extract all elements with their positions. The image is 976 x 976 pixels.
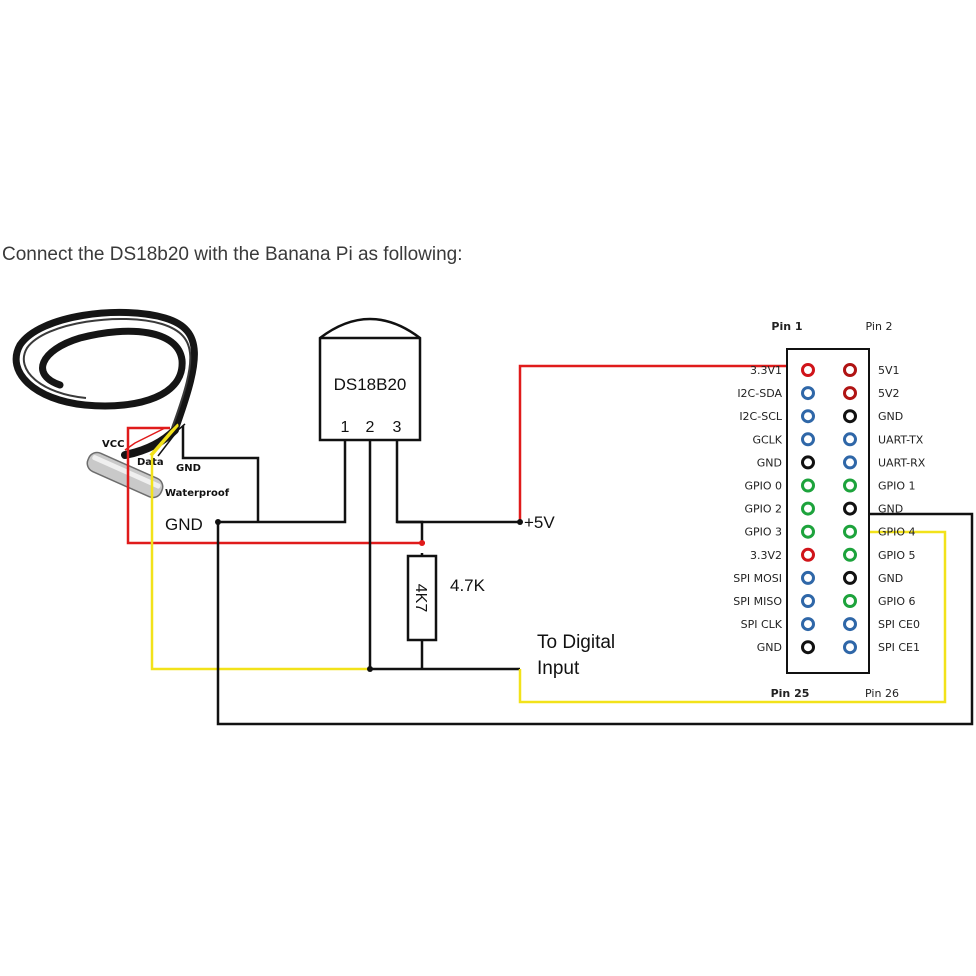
sensor-pin-1: 1 [341, 419, 350, 436]
header-pin-right-5 [843, 455, 857, 470]
header-pin-left-4 [801, 432, 815, 447]
resistor-top-lead [397, 520, 424, 543]
probe-data-label: Data [137, 457, 164, 468]
header-pin-left-13 [801, 640, 815, 655]
resistor-code-label: 4K7 [412, 584, 429, 613]
sensor-pin-3: 3 [393, 419, 402, 436]
header-pin-label: SPI CE0 [878, 618, 920, 631]
header-pin-label: GPIO 5 [878, 549, 916, 562]
probe-vcc-wire [126, 426, 425, 545]
header-pin-right-9 [843, 547, 857, 562]
header-pin-left-5 [801, 455, 815, 470]
sensor-vdd-line [395, 440, 520, 524]
header-pin1-label: Pin 1 [771, 320, 802, 333]
header-pin25-label: Pin 25 [771, 687, 810, 700]
sensor-pin-2: 2 [366, 419, 375, 436]
header-pin-right-8 [843, 524, 857, 539]
gnd-label: GND [165, 515, 203, 534]
header-pin-left-10 [801, 570, 815, 585]
header-pin-label: GPIO 0 [744, 480, 782, 493]
plus5v-label: +5V [524, 513, 555, 532]
header-pin-right-12 [843, 617, 857, 632]
header-pin-right-13 [843, 640, 857, 655]
header-pin-right-11 [843, 594, 857, 608]
header-pin-left-1 [801, 363, 815, 377]
header-pin-label: SPI MISO [733, 595, 782, 608]
header-pin-label: SPI MOSI [733, 572, 782, 585]
resistor-4k7: 4K7 [406, 554, 438, 642]
header-pin-left-2 [801, 386, 815, 401]
header-pin-label: GND [878, 503, 903, 516]
header-pin-label: GPIO 6 [878, 595, 916, 608]
probe-vcc-label: VCC [102, 439, 124, 450]
header-pin-right-1 [843, 363, 857, 377]
header-pin-left-9 [801, 547, 815, 562]
to-digital-label-line1: To Digital [537, 632, 615, 653]
junction-dot [367, 666, 373, 672]
header-pin-label: I2C-SCL [739, 410, 783, 423]
junction-dot [215, 519, 221, 525]
header-pin-label: GPIO 3 [744, 526, 782, 539]
header-pin-label: I2C-SDA [737, 387, 782, 400]
to-digital-label-line2: Input [537, 658, 580, 679]
probe-data-wire [150, 424, 370, 671]
header-pin-label: GPIO 2 [744, 503, 782, 516]
header-pin-left-11 [801, 594, 815, 608]
sensor-name: DS18B20 [334, 375, 407, 394]
junction-dot [517, 519, 523, 525]
resistor-value-label: 4.7K [450, 576, 486, 595]
gnd-bus-wire [218, 440, 347, 524]
header-pin-right-2 [843, 386, 857, 401]
header-pin-left-3 [801, 409, 815, 424]
header-pin-label: GND [757, 641, 782, 654]
header-pin-right-7 [843, 501, 857, 516]
plus5v-wire [518, 364, 808, 522]
ground-return-wire [216, 512, 974, 726]
gpio4-wire [518, 530, 947, 704]
header-pin-label: GND [878, 410, 903, 423]
header-pin-right-6 [843, 478, 857, 493]
probe-waterproof-label: Waterproof [165, 488, 230, 499]
header-pin-label: 5V1 [878, 364, 900, 377]
junction-dot [419, 540, 425, 546]
ds18b20-sensor: DS18B20 1 2 3 [318, 317, 422, 442]
header-pin-left-12 [801, 617, 815, 632]
header-pin-left-8 [801, 524, 815, 539]
header-pin-label: GPIO 4 [878, 526, 916, 539]
header-pin-label: SPI CLK [741, 618, 783, 631]
probe-gnd-wire [181, 426, 260, 522]
intro-text: Connect the DS18b20 with the Banana Pi a… [2, 244, 463, 265]
header-pin-label: GND [878, 572, 903, 585]
header-pin-label: UART-RX [878, 456, 926, 469]
header-pin-label: SPI CE1 [878, 641, 920, 654]
header-pin-right-3 [843, 409, 857, 424]
header-pin26-label: Pin 26 [865, 687, 899, 700]
header-pin-left-7 [801, 501, 815, 516]
header-pin-label: 3.3V1 [750, 364, 782, 377]
header-pin-right-10 [843, 570, 857, 585]
header-pin-label: 5V2 [878, 387, 900, 400]
header-pin-left-6 [801, 478, 815, 493]
header-pin2-label: Pin 2 [866, 320, 893, 333]
header-pin-label: GND [757, 456, 782, 469]
header-pin-label: UART-TX [878, 433, 924, 446]
header-pin-right-4 [843, 432, 857, 447]
header-pin-label: GPIO 1 [878, 480, 916, 493]
probe-gnd-label: GND [176, 463, 201, 474]
header-pin-label: GCLK [752, 433, 782, 446]
header-pin-label: 3.3V2 [750, 549, 782, 562]
